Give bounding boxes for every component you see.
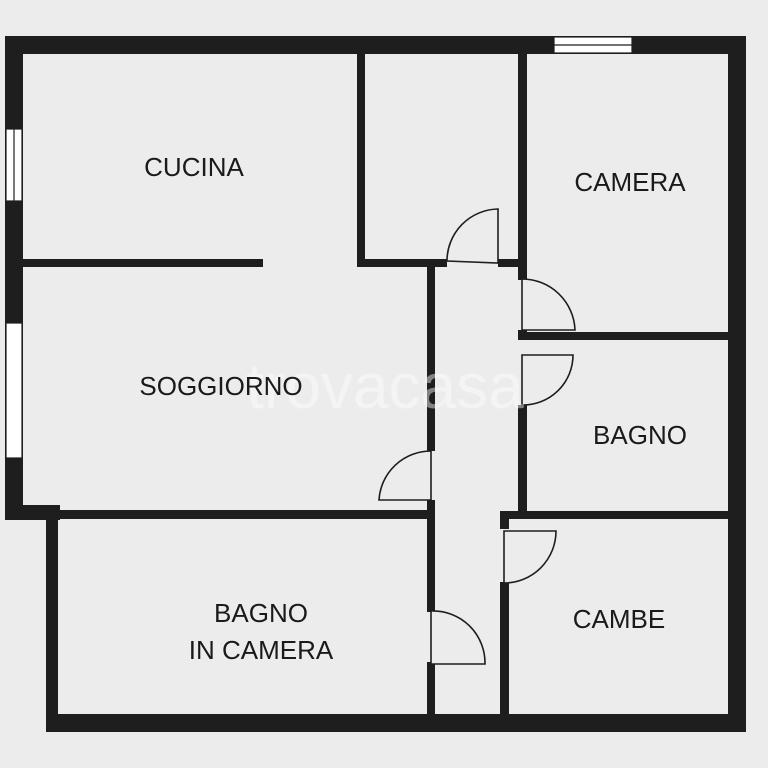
door-storage <box>446 208 499 264</box>
wall-left-lower <box>46 510 58 732</box>
room-label-soggiorno: SOGGIORNO <box>139 371 302 401</box>
wall-storage-bottom-a <box>357 259 447 267</box>
wall-camera-bagno <box>522 332 732 340</box>
room-label-bagno-in-camera-line2: IN CAMERA <box>189 635 334 665</box>
wall-right <box>728 36 746 732</box>
door-camera <box>521 278 576 331</box>
wall-bagno-left <box>518 405 527 518</box>
room-label-bagno: BAGNO <box>593 420 687 450</box>
wall-bagno-cambe <box>500 511 732 519</box>
wall-corridor-left-c <box>427 662 435 722</box>
wall-top <box>5 36 746 54</box>
room-label-camera: CAMERA <box>574 167 686 197</box>
door-bagno-in-camera <box>430 610 486 665</box>
watermark: trovacasa <box>246 350 524 422</box>
door-bagno <box>521 354 574 406</box>
room-label-cucina: CUCINA <box>144 152 244 182</box>
wall-corridor-left-b <box>427 500 435 612</box>
wall-cambe-left <box>500 582 509 722</box>
room-labels: CUCINA CAMERA SOGGIORNO BAGNO BAGNO IN C… <box>139 152 687 665</box>
room-label-cambe: CAMBE <box>573 604 665 634</box>
wall-soggiorno-bottom <box>23 510 435 519</box>
window-soggiorno <box>5 322 23 459</box>
wall-bottom <box>46 714 746 732</box>
wall-cambe-left-top <box>500 511 509 529</box>
windows <box>5 36 633 459</box>
wall-cucina-soggiorno <box>23 259 263 267</box>
wall-camera-left <box>518 54 527 280</box>
door-cambe <box>503 530 557 584</box>
doors <box>378 208 576 665</box>
door-soggiorno <box>378 450 432 501</box>
wall-corridor-left-a <box>427 263 435 451</box>
room-label-bagno-in-camera-line1: BAGNO <box>214 598 308 628</box>
wall-storage-left <box>357 54 365 267</box>
wall-storage-bottom-b <box>498 259 522 267</box>
